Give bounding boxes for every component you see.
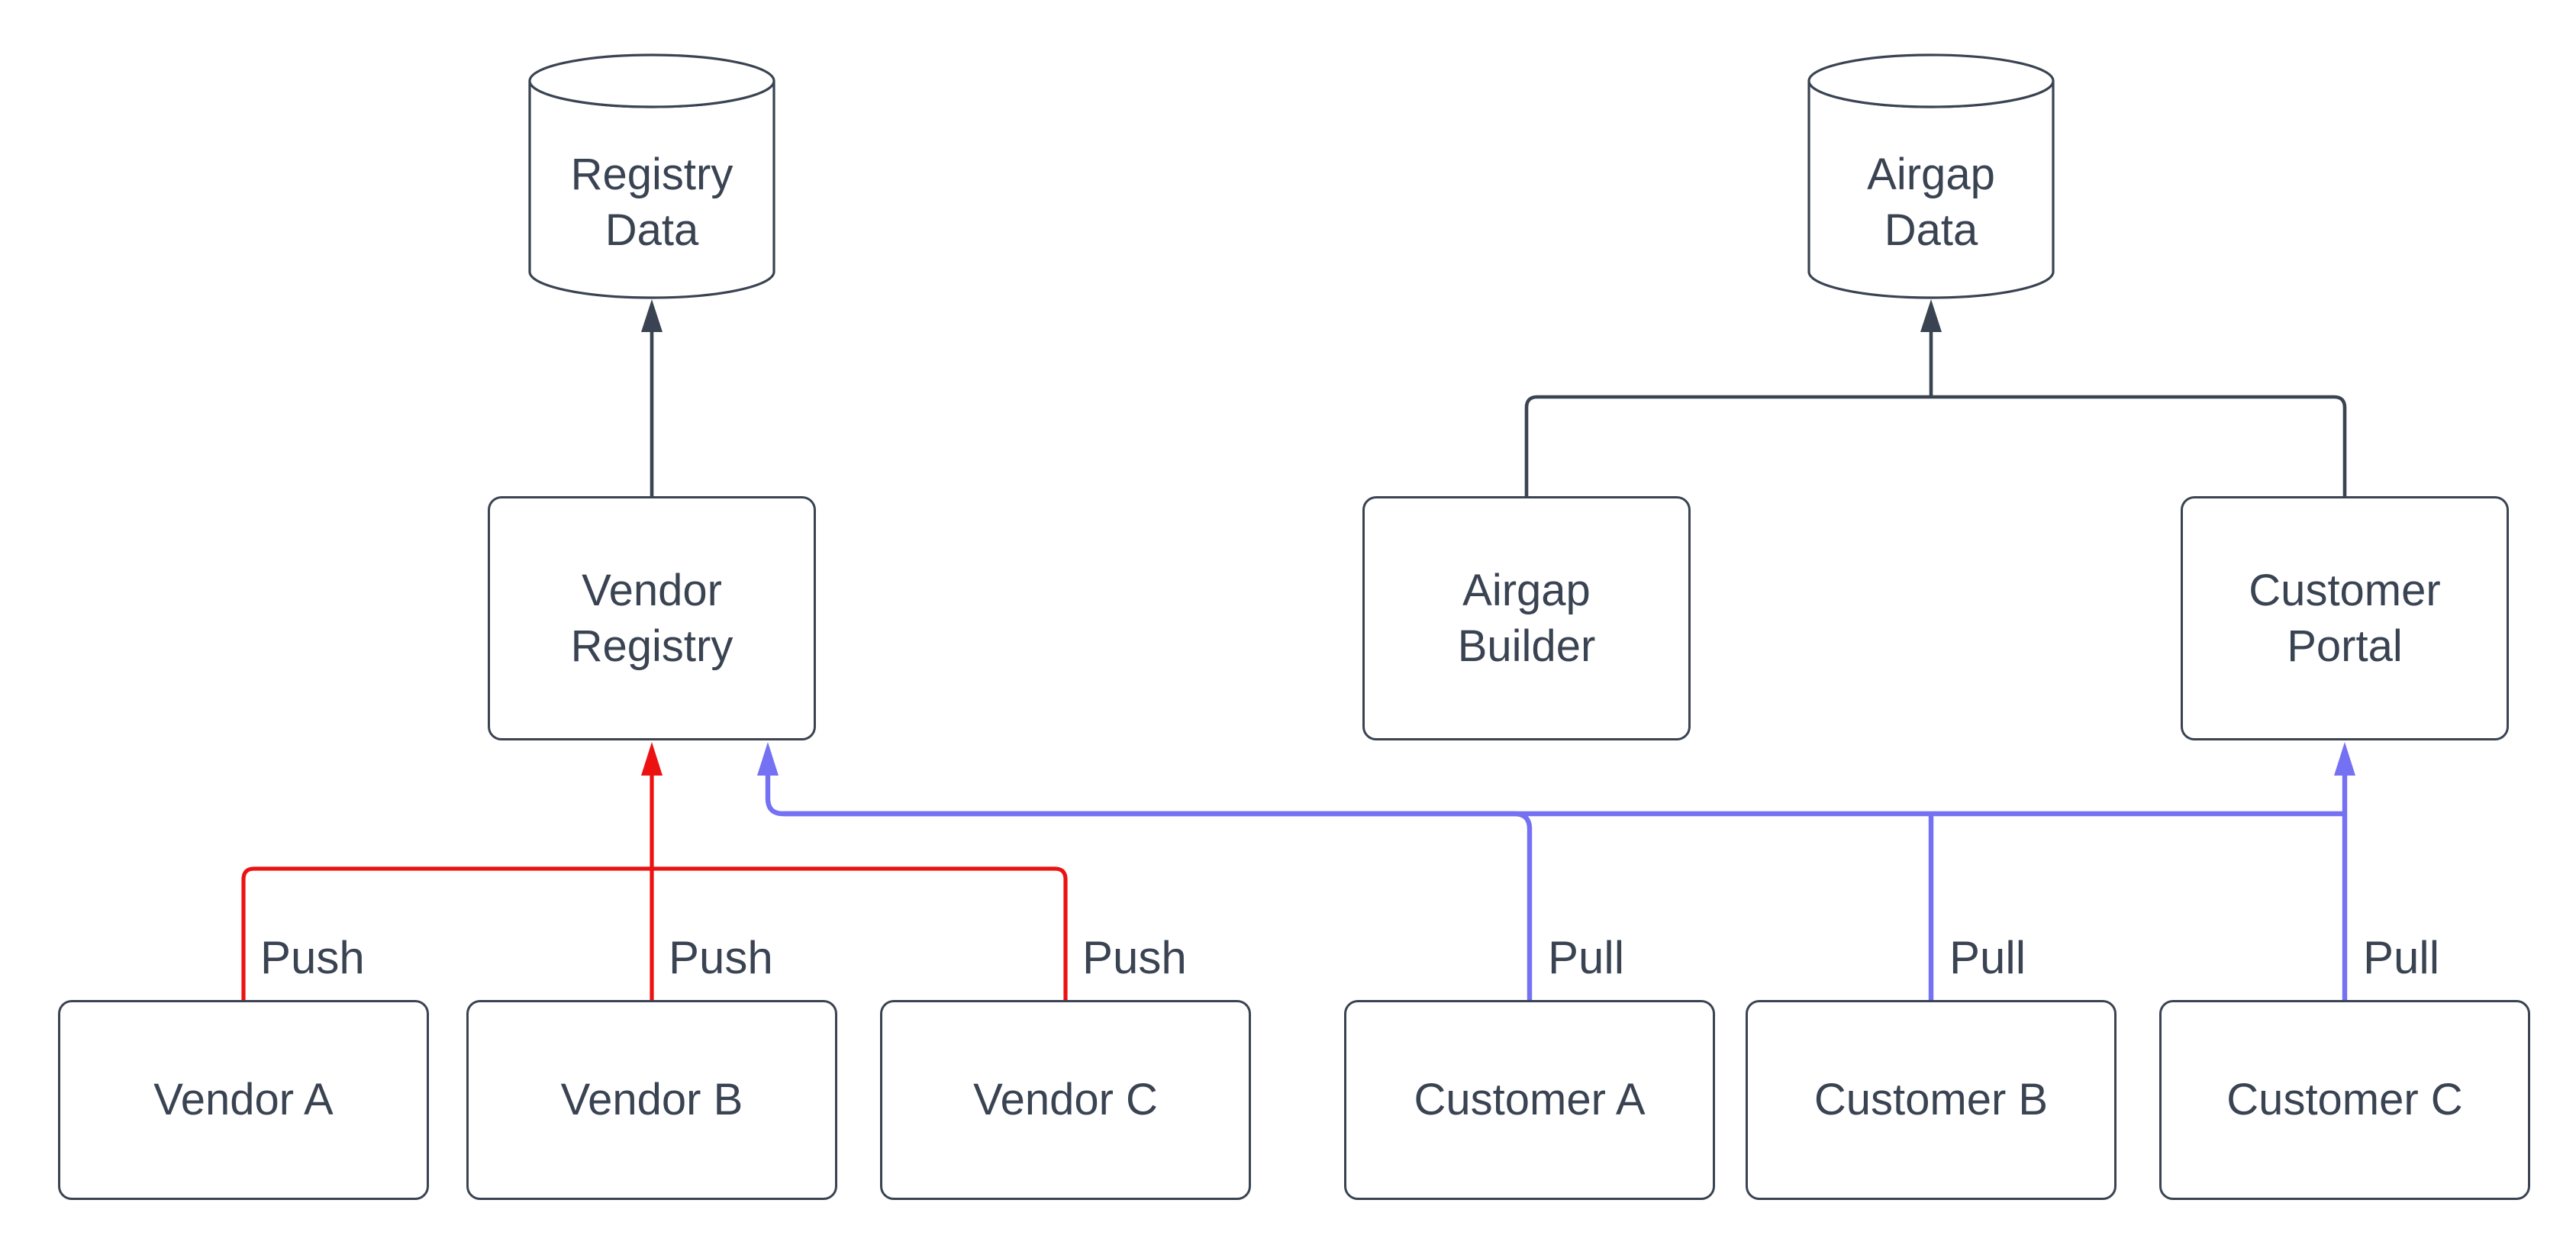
node-airgap-builder: Airgap Builder xyxy=(1362,496,1691,740)
edge-push-trunk xyxy=(241,866,1068,1000)
node-customer-b: Customer B xyxy=(1746,1000,2117,1200)
node-customer-a: Customer A xyxy=(1344,1000,1715,1200)
edge-label-pull-customer-a: Pull xyxy=(1548,932,1625,983)
arrowhead-pull-vendor-registry xyxy=(757,742,779,776)
node-customer-c: Customer C xyxy=(2159,1000,2530,1200)
edge-label-push-vendor-a: Push xyxy=(260,932,365,983)
node-registry-data-label: Registry Data xyxy=(570,149,733,255)
node-customer-portal: Customer Portal xyxy=(2181,496,2509,740)
edge-airgap-builder-and-customer-portal-trunk xyxy=(1524,395,2347,496)
arrowhead-registry-data xyxy=(641,299,663,332)
arrowhead-push-vendor-registry xyxy=(641,742,663,776)
arrowhead-pull-customer-portal xyxy=(2334,742,2355,776)
edge-label-pull-customer-b: Pull xyxy=(1949,932,2026,983)
edge-label-push-vendor-c: Push xyxy=(1082,932,1187,983)
node-vendor-c: Vendor C xyxy=(880,1000,1251,1200)
airgap-data-cylinder-shape xyxy=(1807,53,2055,299)
node-airgap-data-label: Airgap Data xyxy=(1867,149,1995,255)
registry-data-cylinder-shape xyxy=(528,53,775,299)
edge-label-pull-customer-c: Pull xyxy=(2363,932,2440,983)
node-vendor-a: Vendor A xyxy=(58,1000,429,1200)
arrowhead-airgap-data xyxy=(1920,299,1942,332)
node-vendor-registry: Vendor Registry xyxy=(488,496,816,740)
edge-label-push-vendor-b: Push xyxy=(669,932,773,983)
node-vendor-b: Vendor B xyxy=(466,1000,837,1200)
